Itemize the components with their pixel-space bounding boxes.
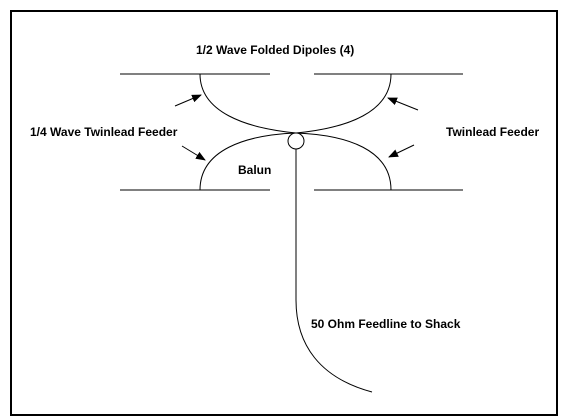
diagram-border [10, 10, 558, 416]
coax-feedline [295, 149, 373, 393]
lower-right-twinlead-feeder [295, 132, 392, 191]
lower-left-twinlead-feeder [199, 132, 297, 191]
feedline-label: 50 Ohm Feedline to Shack [311, 317, 461, 331]
arrow-left-upper-icon [174, 94, 202, 107]
right-feeder-label: Twinlead Feeder [446, 126, 540, 138]
arrow-right-lower-icon [388, 144, 415, 158]
balun-circle [287, 132, 305, 150]
upper-right-twinlead-feeder [295, 73, 392, 134]
upper-left-twinlead-feeder [199, 73, 297, 134]
arrow-right-upper-icon [387, 97, 419, 111]
left-feeder-label: 1/4 Wave Twinlead Feeder [30, 125, 178, 139]
diagram-title: 1/2 Wave Folded Dipoles (4) [196, 43, 355, 57]
balun-label: Balun [238, 163, 272, 177]
arrow-left-lower-icon [181, 145, 206, 161]
